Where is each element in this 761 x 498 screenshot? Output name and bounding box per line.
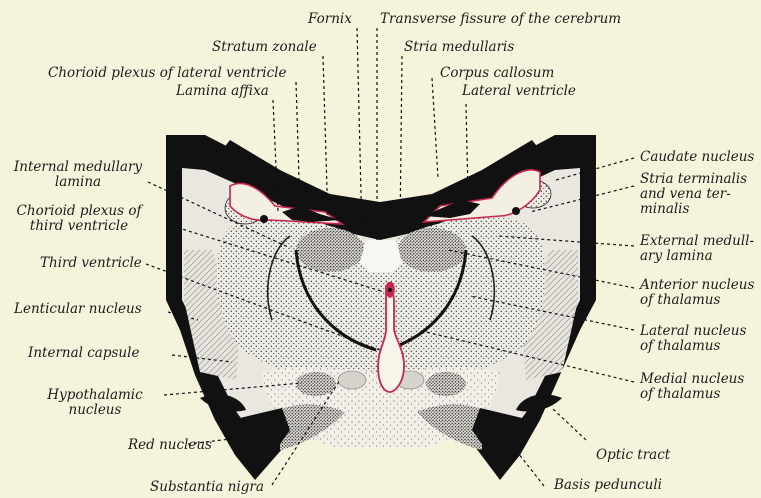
- label-lenticular-nucleus: Lenticular nucleus: [14, 302, 142, 317]
- label-internal-capsule: Internal capsule: [28, 346, 139, 361]
- label-red-nucleus: Red nucleus: [128, 438, 212, 453]
- label-corpus-callosum: Corpus callosum: [440, 66, 554, 81]
- label-basis-pedunculi: Basis pedunculi: [554, 478, 662, 493]
- label-optic-tract: Optic tract: [596, 448, 670, 463]
- label-lateral-nucleus: Lateral nucleus of thalamus: [640, 324, 746, 354]
- label-external-medullary-lamina: External medull- ary lamina: [640, 234, 754, 264]
- label-caudate-nucleus: Caudate nucleus: [640, 150, 754, 165]
- label-hypothalamic-nucleus: Hypothalamic nucleus: [30, 388, 160, 418]
- label-stria-terminalis: Stria terminalis and vena ter- minalis: [640, 172, 747, 217]
- label-substantia-nigra: Substantia nigra: [150, 480, 264, 495]
- label-third-ventricle: Third ventricle: [40, 256, 142, 271]
- label-anterior-nucleus: Anterior nucleus of thalamus: [640, 278, 754, 308]
- label-stria-medullaris: Stria medullaris: [404, 40, 514, 55]
- label-transverse-fissure: Transverse fissure of the cerebrum: [380, 12, 621, 27]
- label-lateral-ventricle: Lateral ventricle: [462, 84, 576, 99]
- label-chorioid-plexus-third: Chorioid plexus of third ventricle: [10, 204, 148, 234]
- label-medial-nucleus: Medial nucleus of thalamus: [640, 372, 744, 402]
- label-internal-medullary-lamina: Internal medullary lamina: [8, 160, 148, 190]
- label-stratum-zonale: Stratum zonale: [212, 40, 317, 55]
- label-fornix: Fornix: [308, 12, 352, 27]
- label-lamina-affixa: Lamina affixa: [176, 84, 269, 99]
- label-chorioid-plexus-lateral: Chorioid plexus of lateral ventricle: [48, 66, 286, 81]
